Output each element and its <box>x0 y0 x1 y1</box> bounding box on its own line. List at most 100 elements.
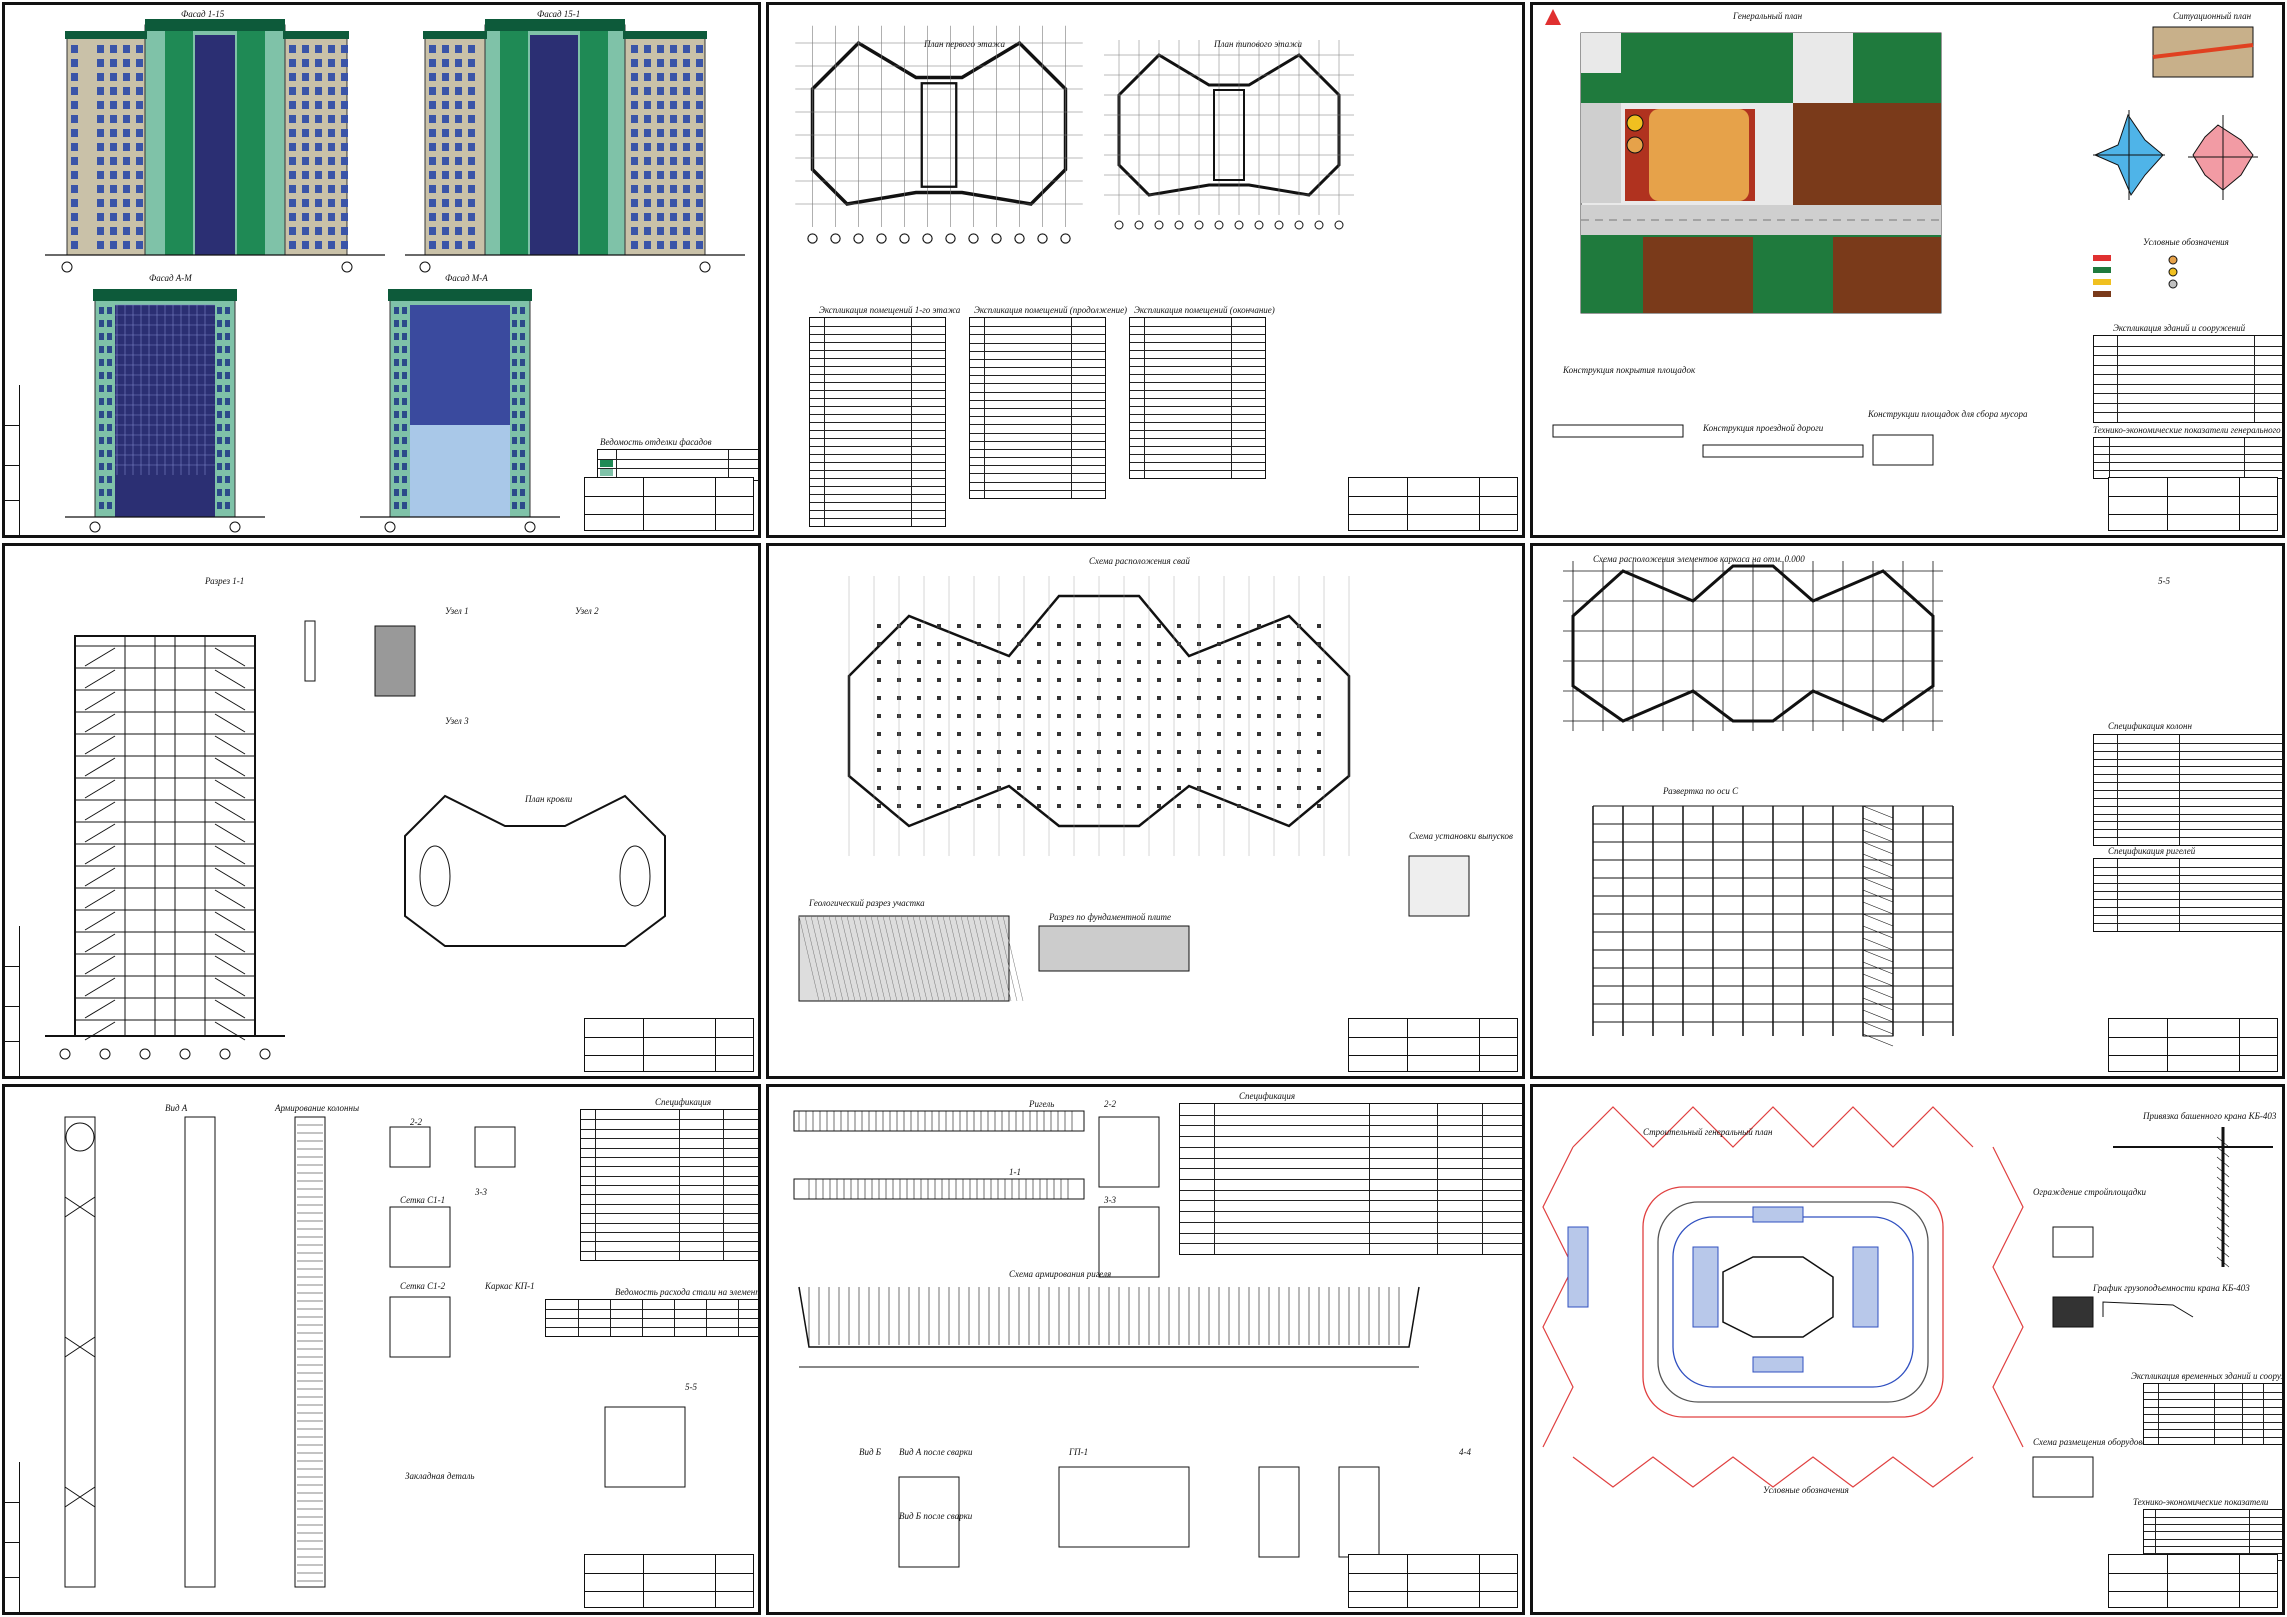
situation-title: Ситуационный план <box>2173 11 2252 21</box>
column-elevations <box>64 1116 326 1588</box>
stroygenplan-drawing <box>1542 1106 2273 1498</box>
slab-section <box>1038 925 1190 972</box>
mesh-1-title: Сетка С1-1 <box>400 1195 446 1205</box>
temp-buildings-table <box>2143 1383 2282 1445</box>
node-3-title: Узел 3 <box>445 716 469 726</box>
column-spec-table <box>2093 734 2282 846</box>
tep-table <box>2093 437 2282 479</box>
view-b-weld-title: Вид Б после сварки <box>899 1511 973 1521</box>
steel-table <box>545 1299 758 1337</box>
title-block <box>1348 1018 1518 1072</box>
outlet-scheme <box>1408 855 1470 917</box>
frame-drawing <box>1563 561 1954 1047</box>
plan-title-2: План типового этажа <box>1214 39 1303 49</box>
binding-margin <box>5 1462 20 1612</box>
outlets-title: Схема установки выпусков <box>1409 831 1513 841</box>
explication-table-1 <box>809 317 946 527</box>
view-b-title: Вид Б <box>859 1447 882 1457</box>
section-1-1 <box>474 1126 516 1168</box>
title-block <box>2108 1018 2278 1072</box>
col-spec-table <box>580 1109 758 1261</box>
pile-field <box>847 576 1351 856</box>
fence-detail-1 <box>2052 1226 2094 1258</box>
road-title: Конструкция проездной дороги <box>1703 423 1824 433</box>
sheet-stroygenplan: Строительный генеральный план Привязка б… <box>1530 1084 2285 1615</box>
title-block <box>1348 477 1518 531</box>
sgp-title: Строительный генеральный план <box>1643 1127 1773 1137</box>
title-block <box>2108 1554 2278 1608</box>
beam-spec-table <box>2093 858 2282 932</box>
load-chart-title: График грузоподъемности крана КБ-403 <box>2093 1283 2250 1293</box>
site-drawing <box>1545 9 2258 466</box>
mesh-c1-2 <box>389 1296 451 1358</box>
node-detail <box>374 625 416 697</box>
roof-plan <box>404 794 666 947</box>
title-block <box>584 1018 754 1072</box>
plans-drawing <box>795 25 1354 244</box>
sec-3-3-title: 3-3 <box>475 1187 487 1197</box>
cage-title: Каркас КП-1 <box>485 1281 535 1291</box>
facade-legend-table <box>597 449 758 481</box>
legend-title: Условные обозначения <box>2143 237 2229 247</box>
facade-legend-title: Ведомость отделки фасадов <box>600 437 712 447</box>
buildings-table <box>2093 335 2282 423</box>
temp-buildings-title: Экспликация временных зданий и сооружени… <box>2131 1371 2282 1381</box>
section-title: Разрез 1-1 <box>205 576 245 586</box>
sheet-site-plan: Генеральный план Ситуационный план Услов… <box>1530 2 2285 538</box>
section-drawing <box>45 620 666 1060</box>
beam-title: Ригель <box>1029 1099 1055 1109</box>
sheet-beam: Ригель 1-1 Схема армирования ригеля 2-2 … <box>766 1084 1525 1615</box>
beam-sec-2-title: 2-2 <box>1104 1099 1116 1109</box>
facade-title-4: Фасад М-А <box>445 273 488 283</box>
frame-title: Схема расположения элементов каркаса на … <box>1593 554 1805 564</box>
site-title: Генеральный план <box>1733 11 1803 21</box>
node-2-title: Узел 2 <box>575 606 599 616</box>
beam-reinf-title: Схема армирования ригеля <box>1009 1269 1112 1279</box>
col-reinf-title: Армирование колонны <box>275 1103 360 1113</box>
facades-drawing <box>45 19 745 533</box>
node-detail-left <box>304 620 316 682</box>
beam-section-3-3 <box>1098 1206 1160 1278</box>
binding-margin <box>5 385 20 535</box>
view-a-title: Вид А <box>165 1103 188 1113</box>
slab-section-title: Разрез по фундаментной плите <box>1049 912 1171 922</box>
sec-2-2-title: 2-2 <box>410 1117 422 1127</box>
sheet-column: Вид А Армирование колонны 2-2 3-3 Сетка … <box>2 1084 761 1615</box>
sheet-section: Разрез 1-1 Узел 1 Узел 2 Узел 3 План кро… <box>2 543 761 1079</box>
explication-title-3: Экспликация помещений (окончание) <box>1134 305 1275 315</box>
sheet-plans: План первого этажа План типового этажа Э… <box>766 2 1525 538</box>
binding-margin <box>5 926 20 1076</box>
section-5-5 <box>604 1406 686 1488</box>
facade-title-2: Фасад 15-1 <box>537 9 581 19</box>
explication-table-2 <box>969 317 1106 499</box>
column-drawing <box>64 1116 686 1588</box>
column-spec-title: Спецификация колонн <box>2108 721 2192 731</box>
title-block <box>584 477 754 531</box>
gp-title: ГП-1 <box>1069 1447 1089 1457</box>
node-1-title: Узел 1 <box>445 606 469 616</box>
fence-detail-2 <box>2052 1296 2094 1328</box>
facade-title-3: Фасад А-М <box>149 273 192 283</box>
explication-title-2: Экспликация помещений (продолжение) <box>974 305 1128 315</box>
beam-drawing <box>793 1110 1420 1568</box>
mesh-2-title: Сетка С1-2 <box>400 1281 446 1291</box>
view-a-weld-title: Вид А после сварки <box>899 1447 973 1457</box>
facade-windows <box>71 45 703 509</box>
typical-floor-plan <box>1104 40 1354 230</box>
beam-sec-4-title: 4-4 <box>1459 1447 1471 1457</box>
title-block <box>1348 1554 1518 1608</box>
embed-title: Закладная деталь <box>405 1471 475 1481</box>
sgp-legend-title: Условные обозначения <box>1763 1485 1849 1495</box>
beam-spec-title: Спецификация <box>1239 1091 1296 1101</box>
detail-view-a <box>898 1476 960 1568</box>
title-block <box>2108 477 2278 531</box>
sec-5-5-title: 5-5 <box>685 1382 697 1392</box>
plan-title-1: План первого этажа <box>924 39 1006 49</box>
sheet-facades: Фасад 1-15 Фасад 15-1 Фасад А-М Фасад М-… <box>2 2 761 538</box>
beam-elevation <box>793 1110 1085 1200</box>
roof-plan-title: План кровли <box>525 794 573 804</box>
explication-table-3 <box>1129 317 1266 479</box>
pavement-title: Конструкция покрытия площадок <box>1563 365 1696 375</box>
geology-title: Геологический разрез участка <box>809 898 925 908</box>
beam-section-2-2 <box>1098 1116 1160 1188</box>
